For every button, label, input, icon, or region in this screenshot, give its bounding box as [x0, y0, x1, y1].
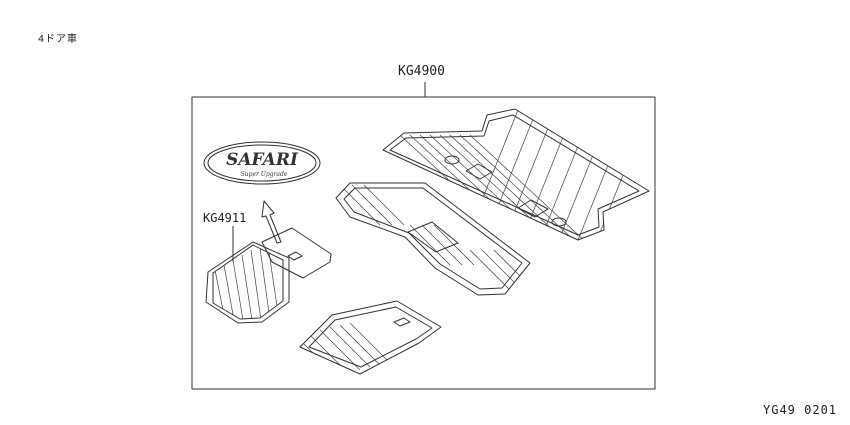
badge-tagline: Super Upgrade [241, 171, 288, 178]
small-floor-mat [299, 300, 442, 375]
diagram-code: YG49 0201 [763, 403, 838, 417]
variant-note: 4ドア車 [38, 34, 79, 45]
front-floor-mat [205, 227, 332, 324]
arrow-up-icon [261, 200, 282, 244]
safari-badge-icon: SAFARI Super Upgrade [203, 141, 321, 185]
kit-part-number: KG4900 [398, 64, 445, 79]
kit-frame [191, 96, 656, 390]
center-floor-mat [335, 182, 531, 296]
badge-brand: SAFARI [226, 150, 299, 170]
sub-part-number: KG4911 [203, 211, 247, 225]
